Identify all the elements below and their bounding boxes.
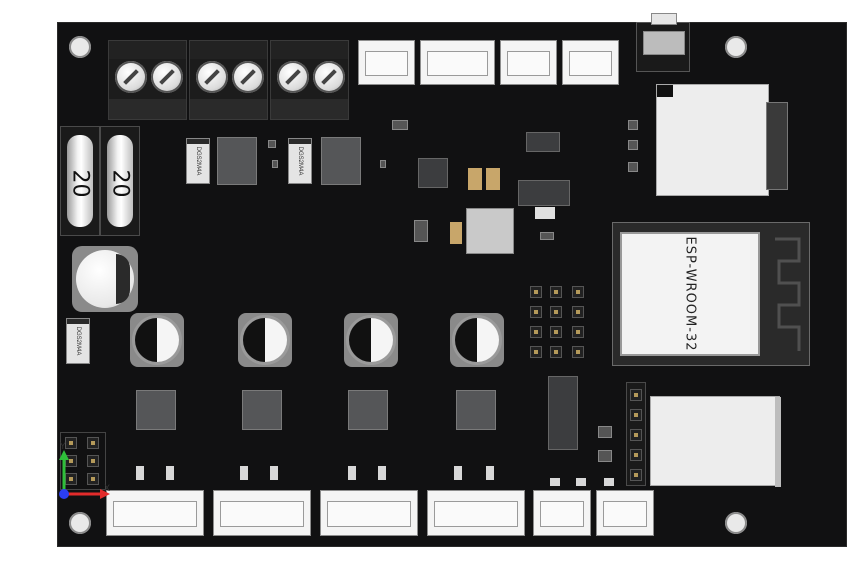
sd-card-slot-bottom bbox=[650, 396, 781, 487]
sd-card-edge bbox=[766, 102, 788, 190]
fuse-label: 20 bbox=[107, 169, 133, 198]
jst-connector-top-4 bbox=[562, 40, 619, 85]
transistor bbox=[598, 426, 612, 438]
resistor bbox=[628, 140, 638, 150]
diode-label: DGS2M4A bbox=[297, 146, 303, 176]
fuse-2: 20 bbox=[100, 126, 140, 236]
jst-connector-top-2 bbox=[420, 40, 495, 85]
capacitor-top bbox=[76, 250, 134, 308]
driver-chip-1 bbox=[136, 390, 176, 430]
coordinate-triad: Y X bbox=[56, 440, 116, 502]
capacitor-2 bbox=[240, 315, 290, 365]
resistor bbox=[454, 466, 462, 480]
ic-sot bbox=[414, 220, 428, 242]
transistor bbox=[392, 120, 408, 130]
capacitor-smd bbox=[468, 168, 482, 190]
diode-label: DGS2M4A bbox=[75, 326, 81, 356]
module-label: ESP-WROOM-32 bbox=[682, 236, 698, 352]
jst-connector-top-3 bbox=[500, 40, 557, 85]
mounting-hole-top-right bbox=[725, 36, 747, 58]
screw-terminal-1 bbox=[108, 40, 187, 120]
resistor bbox=[166, 466, 174, 480]
resistor bbox=[628, 120, 638, 130]
resistor bbox=[136, 466, 144, 480]
crystal-module bbox=[466, 208, 514, 254]
inductor-1 bbox=[217, 137, 257, 185]
mounting-hole-top-left bbox=[69, 36, 91, 58]
diode-1: DGS2M4A bbox=[186, 138, 210, 184]
pin-header-grid bbox=[528, 284, 598, 366]
diode-label: DGS2M4A bbox=[195, 146, 201, 176]
jst-connector-bottom-5 bbox=[533, 490, 591, 536]
resistor bbox=[240, 466, 248, 480]
resistor bbox=[540, 232, 554, 240]
resistor bbox=[550, 478, 560, 486]
antenna-trace bbox=[769, 233, 805, 357]
capacitor-smd bbox=[450, 222, 462, 244]
screw-icon bbox=[313, 61, 345, 93]
jst-connector-top-1 bbox=[358, 40, 415, 85]
ic-small-2 bbox=[526, 132, 560, 152]
screw-icon bbox=[196, 61, 228, 93]
jst-connector-bottom-4 bbox=[427, 490, 525, 536]
pin-header-vertical bbox=[626, 382, 646, 486]
driver-chip-4 bbox=[456, 390, 496, 430]
capacitor-4 bbox=[452, 315, 502, 365]
driver-chip-3 bbox=[348, 390, 388, 430]
inductor-2 bbox=[321, 137, 361, 185]
jst-connector-bottom-1 bbox=[106, 490, 204, 536]
resistor bbox=[348, 466, 356, 480]
resistor bbox=[628, 162, 638, 172]
resistor bbox=[378, 466, 386, 480]
resistor bbox=[486, 466, 494, 480]
resistor bbox=[380, 160, 386, 168]
resistor bbox=[268, 140, 276, 148]
transistor bbox=[598, 450, 612, 462]
tactile-switch bbox=[636, 13, 690, 72]
screw-icon bbox=[115, 61, 147, 93]
sd-card-slot-top bbox=[656, 84, 769, 196]
screw-terminal-2 bbox=[189, 40, 268, 120]
capacitor-smd bbox=[486, 168, 500, 190]
axis-y-label: Y bbox=[60, 442, 66, 452]
fuse-label: 20 bbox=[67, 169, 93, 198]
axis-x-label: X bbox=[104, 484, 111, 494]
diode-3: DGS2M4A bbox=[66, 318, 90, 364]
resistor bbox=[604, 478, 614, 486]
mounting-hole-bottom-right bbox=[725, 512, 747, 534]
resistor bbox=[576, 478, 586, 486]
screw-icon bbox=[151, 61, 183, 93]
resistor bbox=[272, 160, 278, 168]
capacitor-3 bbox=[346, 315, 396, 365]
soic-chip bbox=[548, 376, 578, 450]
ic-small-1 bbox=[418, 158, 448, 188]
driver-chip-2 bbox=[242, 390, 282, 430]
jst-connector-bottom-3 bbox=[320, 490, 418, 536]
esp32-shield-can: ESP-WROOM-32 bbox=[620, 232, 760, 356]
capacitor-1 bbox=[132, 315, 182, 365]
voltage-regulator bbox=[518, 180, 570, 219]
diode-2: DGS2M4A bbox=[288, 138, 312, 184]
resistor bbox=[270, 466, 278, 480]
screw-icon bbox=[277, 61, 309, 93]
jst-connector-bottom-6 bbox=[596, 490, 654, 536]
fuse-1: 20 bbox=[60, 126, 100, 236]
mounting-hole-bottom-left bbox=[69, 512, 91, 534]
screw-icon bbox=[232, 61, 264, 93]
jst-connector-bottom-2 bbox=[213, 490, 311, 536]
screw-terminal-3 bbox=[270, 40, 349, 120]
